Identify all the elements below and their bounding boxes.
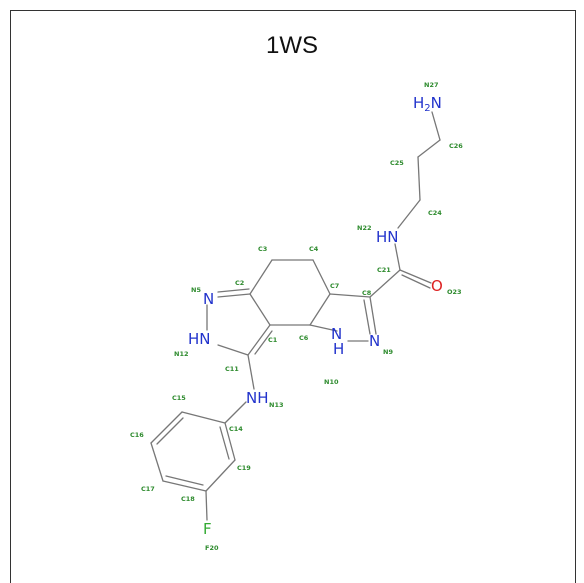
- atom-symbol-n27: H2N: [413, 94, 442, 114]
- bond-n12-c11: [217, 344, 249, 356]
- bond-c19-c14-b: [219, 426, 230, 460]
- bond-c11-n13: [247, 354, 255, 390]
- atom-symbols: H2N HN O N N H N HN NH F: [188, 94, 443, 538]
- atom-label-c6: C6: [299, 334, 309, 342]
- atom-label-n5: N5: [191, 286, 201, 294]
- atom-label-n9: N9: [383, 348, 393, 356]
- atom-label-c11: C11: [225, 365, 239, 373]
- atom-label-c8: C8: [362, 289, 372, 297]
- atom-label-c15: C15: [172, 394, 186, 402]
- atom-symbol-f20: F: [203, 520, 212, 538]
- bond-n22-c21: [394, 243, 401, 271]
- bond-c26-c25: [417, 139, 441, 158]
- atom-label-n10: N10: [324, 378, 339, 386]
- bond-n27-c26: [431, 111, 441, 141]
- bond-c21-o23-a: [399, 269, 432, 284]
- atom-label-c25: C25: [390, 159, 404, 167]
- atom-labels: N27 C26 C25 C24 N22 C21 O23 C8 N9 N10 C7…: [130, 81, 463, 552]
- bond-c8-n9-b: [363, 299, 371, 335]
- bond-c24-n22: [397, 199, 421, 229]
- bond-n10-c6: [309, 324, 338, 332]
- atom-symbol-n22: HN: [376, 228, 399, 246]
- bond-c7-c4: [312, 259, 331, 295]
- atom-label-c19: C19: [237, 464, 251, 472]
- atom-label-c3: C3: [258, 245, 267, 253]
- bond-c15-c16-b: [156, 417, 184, 445]
- bond-c17-c18-a: [162, 480, 207, 492]
- bond-c15-c16-a: [150, 411, 183, 444]
- atom-label-c14: C14: [229, 425, 243, 433]
- molecule-title: 1WS: [265, 32, 318, 59]
- bond-c17-c18-b: [165, 475, 204, 486]
- bond-c2-n5-a: [217, 293, 251, 298]
- atom-label-o23: O23: [447, 288, 462, 296]
- atom-label-n22: N22: [357, 224, 372, 232]
- bond-c2-n5-b: [217, 288, 250, 293]
- atom-symbol-o23: O: [431, 277, 443, 295]
- atom-label-c4: C4: [309, 245, 319, 253]
- bond-c7-c8: [329, 293, 371, 298]
- atom-label-c1: C1: [268, 336, 278, 344]
- bond-c2-c1: [249, 293, 271, 326]
- atom-symbol-n10-n: N: [331, 325, 342, 343]
- bond-c14-c15: [181, 411, 226, 424]
- bond-c18-f20: [205, 490, 208, 521]
- bond-c11-c1-b: [254, 330, 273, 355]
- atom-symbol-n12: HN: [188, 330, 211, 348]
- atom-label-n12: N12: [174, 350, 189, 358]
- atom-label-f20: F20: [205, 544, 219, 552]
- bond-n13-c14: [224, 401, 247, 424]
- atom-label-c21: C21: [377, 266, 391, 274]
- atom-label-c17: C17: [141, 485, 155, 493]
- atom-label-c26: C26: [449, 142, 463, 150]
- atom-label-n13: N13: [269, 401, 284, 409]
- bond-c19-c14-a: [224, 422, 236, 461]
- atom-symbol-n10-h: H: [333, 340, 344, 358]
- bond-c3-c2: [249, 259, 273, 295]
- bond-c25-c24: [417, 156, 421, 201]
- bond-c16-c17: [150, 442, 164, 482]
- atom-label-c16: C16: [130, 431, 144, 439]
- atom-symbol-n13: NH: [246, 389, 269, 407]
- diagram-frame: [10, 10, 576, 583]
- bond-c18-c19: [205, 459, 236, 492]
- bond-c8-n9-a: [369, 296, 377, 335]
- bond-c11-c1-a: [247, 324, 271, 356]
- atom-label-n27: N27: [424, 81, 439, 89]
- bond-c21-o23-b: [401, 274, 431, 289]
- atom-label-c18: C18: [181, 495, 195, 503]
- atom-label-c2: C2: [235, 279, 244, 287]
- atom-symbol-n9: N: [369, 332, 380, 350]
- atom-label-c7: C7: [330, 282, 339, 290]
- atom-symbol-n5: N: [203, 290, 214, 308]
- atom-label-c24: C24: [428, 209, 442, 217]
- bonds: [150, 111, 441, 521]
- bond-c6-c7: [309, 293, 331, 326]
- bond-c21-c8: [369, 269, 401, 298]
